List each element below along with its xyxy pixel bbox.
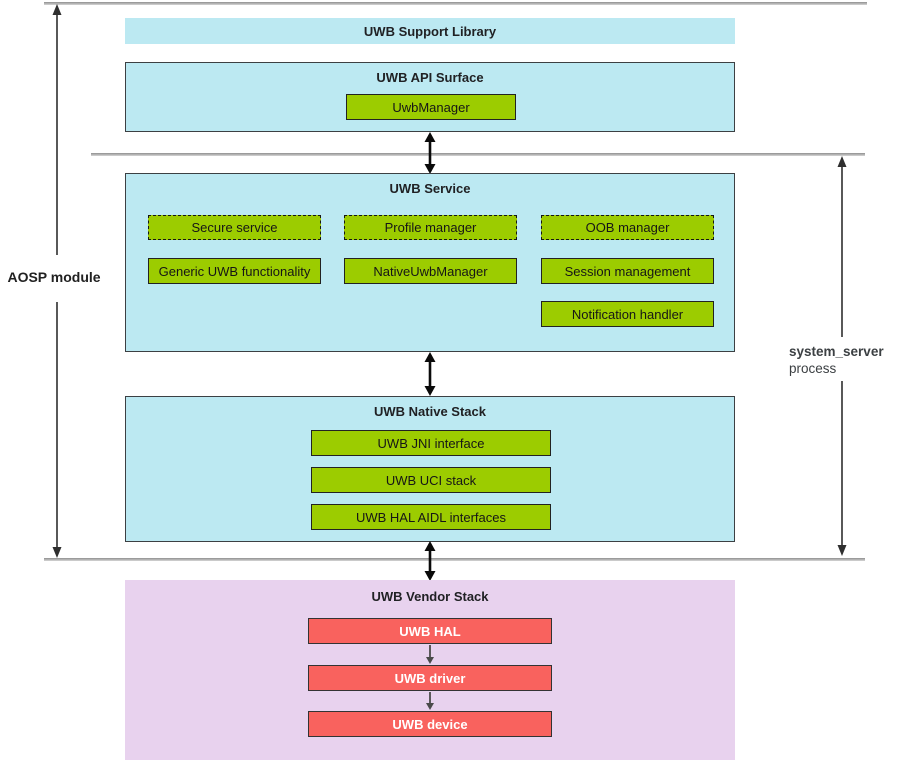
uwb-vendor-stack-box: UWB Vendor Stack UWB HAL UWB driver UWB …	[125, 580, 735, 760]
uwb-api-surface-title: UWB API Surface	[376, 70, 484, 85]
secure-service-chip: Secure service	[148, 215, 321, 240]
aosp-module-span-arrow-icon	[52, 4, 62, 558]
uwb-device-chip: UWB device	[308, 711, 552, 737]
session-management-chip: Session management	[541, 258, 714, 284]
uwb-support-library-title: UWB Support Library	[363, 23, 497, 39]
uwb-native-stack-box: UWB Native Stack UWB JNI interface UWB U…	[125, 396, 735, 542]
uwb-api-surface-box: UWB API Surface UwbManager	[125, 62, 735, 132]
uwbmanager-chip: UwbManager	[346, 94, 516, 120]
uwb-service-title: UWB Service	[389, 181, 471, 196]
top-separator-line	[44, 2, 867, 5]
native-uwb-manager-chip: NativeUwbManager	[344, 258, 517, 284]
driver-to-device-arrow-icon	[426, 692, 434, 710]
process-word: process	[789, 361, 837, 376]
aosp-module-label: AOSP module	[7, 269, 101, 285]
system-server-span-arrow-icon	[837, 156, 847, 556]
hal-to-driver-arrow-icon	[426, 645, 434, 664]
vendor-separator-line	[44, 558, 865, 561]
service-native-bidirectional-arrow-icon	[424, 352, 436, 396]
uwb-hal-chip: UWB HAL	[308, 618, 552, 644]
uwb-driver-chip: UWB driver	[308, 665, 552, 691]
system-server-label: system_server process	[789, 343, 897, 377]
system-server-name: system_server	[789, 344, 884, 359]
system-server-top-separator-line	[91, 153, 865, 156]
generic-uwb-functionality-chip: Generic UWB functionality	[148, 258, 321, 284]
uwb-service-box: UWB Service Secure service Profile manag…	[125, 173, 735, 352]
oob-manager-chip: OOB manager	[541, 215, 714, 240]
profile-manager-chip: Profile manager	[344, 215, 517, 240]
uwb-uci-stack-chip: UWB UCI stack	[311, 467, 551, 493]
uwb-jni-interface-chip: UWB JNI interface	[311, 430, 551, 456]
api-service-bidirectional-arrow-icon	[424, 132, 436, 174]
native-vendor-bidirectional-arrow-icon	[424, 541, 436, 581]
uwb-vendor-stack-title: UWB Vendor Stack	[371, 589, 489, 604]
uwb-hal-aidl-interfaces-chip: UWB HAL AIDL interfaces	[311, 504, 551, 530]
uwb-native-stack-title: UWB Native Stack	[374, 404, 486, 419]
uwb-support-library-bar: UWB Support Library	[125, 18, 735, 44]
notification-handler-chip: Notification handler	[541, 301, 714, 327]
